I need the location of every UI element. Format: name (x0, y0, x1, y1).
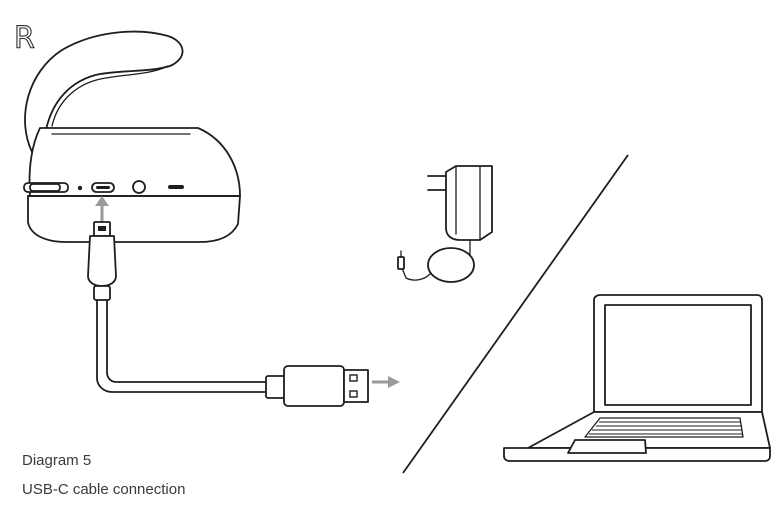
usb-c-cable-icon (87, 221, 369, 407)
headset-earpiece-icon (23, 30, 241, 243)
laptop-icon (503, 294, 771, 462)
plug-arrow-right (372, 376, 400, 388)
diagram-caption: USB-C cable connection (22, 481, 186, 498)
wall-charger-icon (397, 165, 493, 283)
side-marker-r: R (14, 21, 35, 56)
insert-arrow-up (95, 196, 109, 222)
diagram-number: Diagram 5 (22, 452, 92, 469)
divider-line (402, 154, 629, 474)
